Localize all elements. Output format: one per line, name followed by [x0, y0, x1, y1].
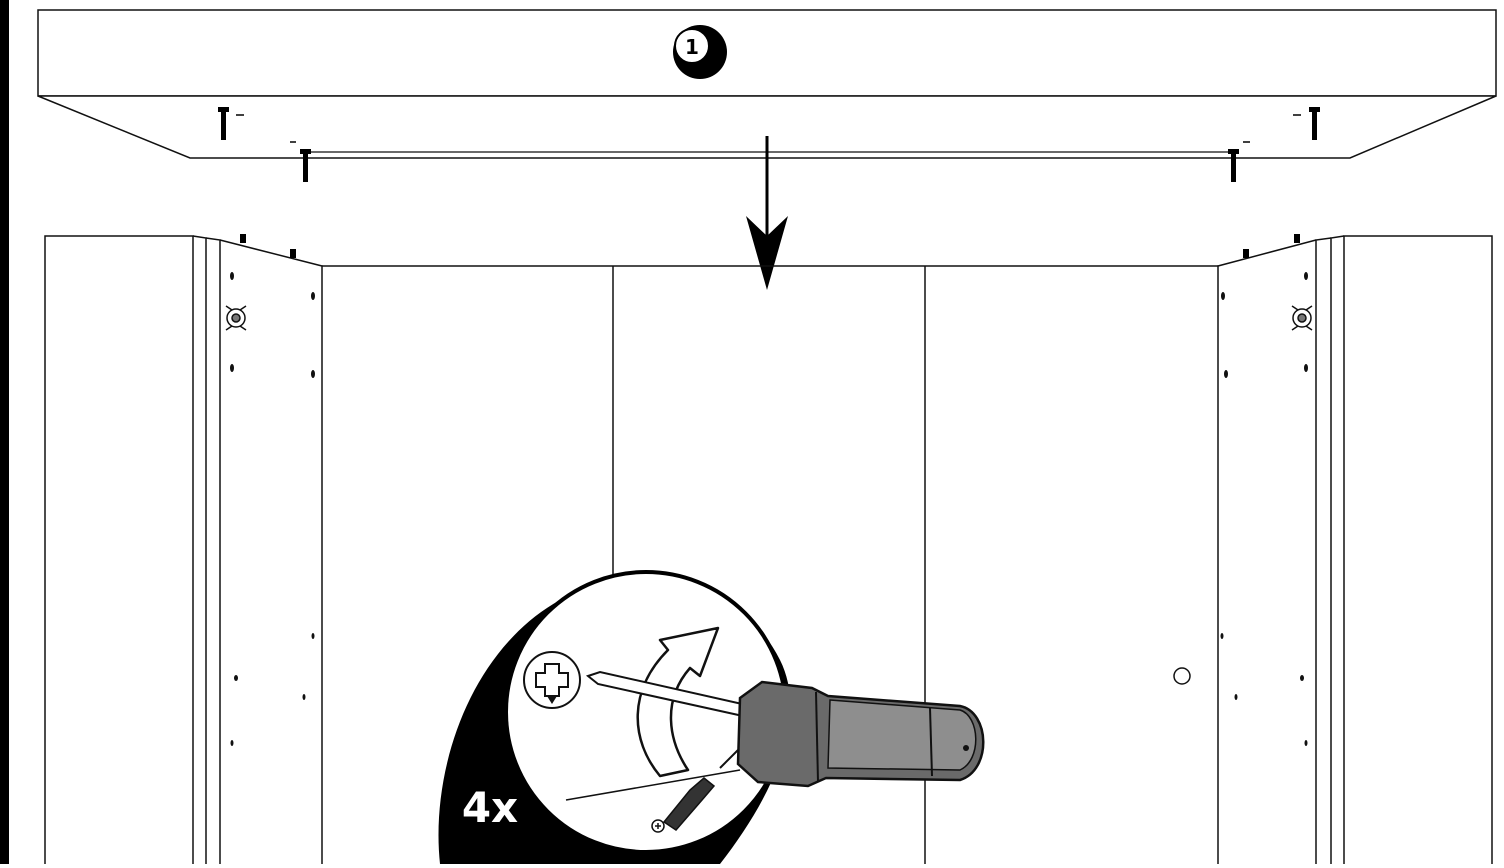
- left-side-panel: [44, 235, 323, 864]
- screwdriver-icon: [585, 670, 985, 788]
- rotate-arrow-icon: [636, 626, 720, 778]
- tool-callout: 4x: [438, 570, 985, 864]
- panel-holes: [230, 272, 1308, 746]
- screw-icon: [290, 141, 311, 182]
- top-panel: [37, 9, 1497, 159]
- top-panel-front: [37, 9, 1497, 97]
- step-number-badge: 1: [673, 25, 727, 79]
- screw-icon: [218, 107, 244, 140]
- cam-fitting-right: [1291, 305, 1313, 331]
- panel-hole-large: [1173, 667, 1191, 685]
- page-border-left: [0, 0, 9, 864]
- step-number: 1: [685, 35, 699, 59]
- phillips-head-icon: [523, 651, 581, 709]
- screw-icon: [240, 234, 1300, 258]
- cam-fitting-left: [225, 305, 247, 331]
- right-side-panel: [1217, 235, 1493, 864]
- screw-icon: [1228, 141, 1250, 182]
- quantity-label: 4x: [462, 783, 518, 832]
- cabinet-body: [44, 235, 1493, 864]
- screw-icon: [1293, 107, 1320, 140]
- screwdriver-icon: [565, 749, 741, 833]
- down-arrow-icon: [746, 136, 788, 290]
- top-panel-underside: [37, 95, 1497, 159]
